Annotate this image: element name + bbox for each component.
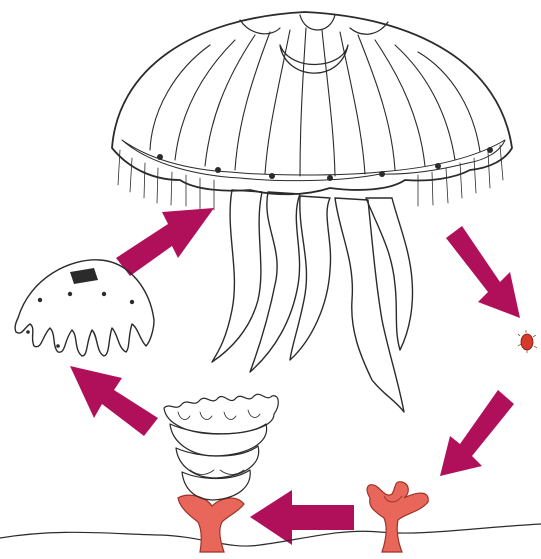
arrow-strobila-to-ephyra: [70, 366, 158, 436]
polyp: [367, 482, 428, 552]
cycle-arrows: [70, 208, 520, 545]
arrow-medusa-to-larva: [446, 226, 520, 318]
planula-larva: [518, 330, 537, 353]
medusa-bell-rim: [122, 140, 505, 181]
medusa-gonads: [240, 15, 388, 73]
ephyra: [15, 260, 154, 356]
strobila: [164, 394, 278, 552]
strobila-stalk: [178, 495, 244, 552]
arrow-polyp-to-strobila: [250, 490, 354, 545]
medusa-oral-arms: [212, 190, 413, 412]
medusa-radial-canals: [150, 28, 480, 176]
arrow-larva-to-polyp: [440, 390, 514, 476]
arrow-ephyra-to-medusa: [116, 208, 214, 276]
ephyra-center-mark: [70, 268, 98, 284]
strobila-lobe-marks: [178, 410, 260, 475]
